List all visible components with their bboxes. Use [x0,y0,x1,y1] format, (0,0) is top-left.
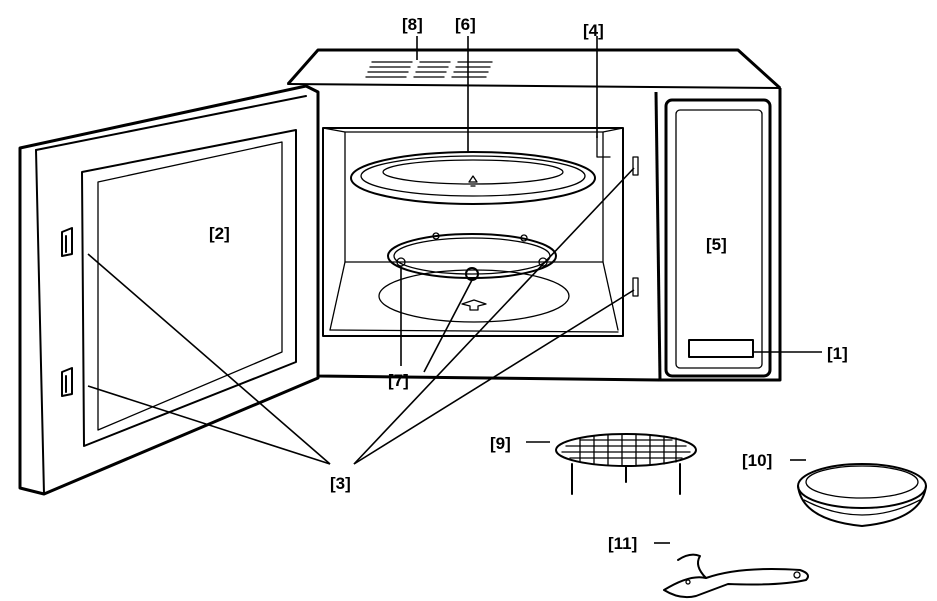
oven-top-front-edge [287,83,781,89]
label-3: [3] [330,474,351,493]
oven-front-frame [316,94,661,382]
crisp-plate [797,463,927,527]
control-panel [654,91,772,381]
leader-3d [353,289,635,465]
callout-labels: [8] [6] [4] [2] [5] [1] [7] [3] [9] [10]… [209,15,848,553]
turntable-plate [350,151,596,205]
door-latch-bottom [61,367,73,397]
leader-7b [423,279,473,373]
label-7: [7] [388,371,409,390]
cavity-outline [322,127,624,337]
oven-door [18,84,320,496]
door-edge-top [35,95,307,151]
oven-cavity [322,127,639,337]
cavity-perspective [322,127,624,331]
oven-top [286,48,782,90]
label-6: [6] [455,15,476,34]
label-5: [5] [706,235,727,254]
waveguide-cover [596,135,611,158]
panel-inner [675,109,763,369]
leader-3a [87,253,331,465]
door-edge-left [35,149,45,495]
panel-frame [664,98,772,378]
leader-3b [87,385,331,465]
latch-hole-bottom [632,277,639,297]
roller-ring [387,232,557,281]
label-2: [2] [209,224,230,243]
oven-right-side [660,88,782,382]
label-1: [1] [827,344,848,363]
plate-handle [663,553,809,599]
door-window-outer [81,129,297,447]
turntable-coupler [378,269,570,323]
label-4: [4] [583,21,604,40]
leader-3c [353,167,635,465]
label-10: [10] [742,451,772,470]
panel-display [688,339,754,358]
door-latch-top [61,227,73,257]
panel-left-edge [654,91,662,381]
label-8: [8] [402,15,423,34]
leader-lines [87,36,822,544]
door-window-inner [97,141,283,431]
cavity-floor-front [329,329,619,333]
grill-rack [555,433,697,495]
label-9: [9] [490,434,511,453]
ventilation-grille [365,61,493,78]
label-11: [11] [608,534,637,553]
door-outer [18,84,320,496]
latch-hole-top [632,156,639,176]
